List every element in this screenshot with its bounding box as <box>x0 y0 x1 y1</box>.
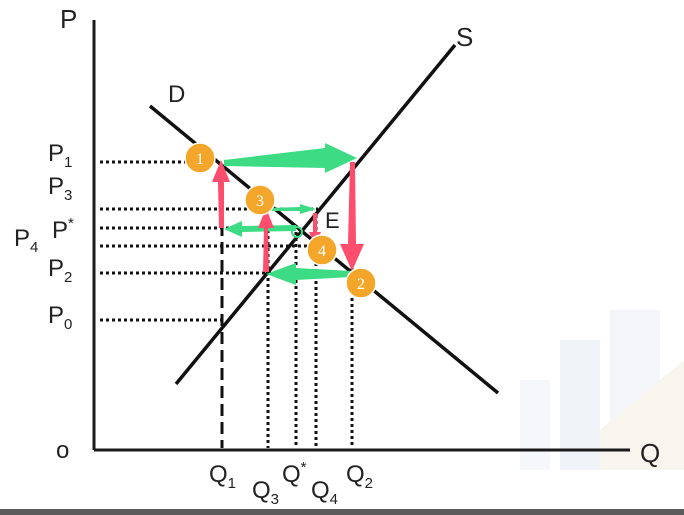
quantity-label-q1: Q1 <box>209 461 236 492</box>
arrow-q3-to-q4 <box>270 204 316 214</box>
step-markers: 1 2 3 4 <box>184 142 377 299</box>
svg-text:2: 2 <box>357 276 365 293</box>
quantity-label-q2: Q2 <box>346 461 373 492</box>
price-label-p4: P4 <box>14 225 38 256</box>
supply-label: S <box>456 22 473 52</box>
arrow-p0-to-p1 <box>212 160 230 228</box>
bottom-edge-bar <box>0 509 684 515</box>
price-label-p1: P1 <box>48 140 72 171</box>
step-marker-2: 2 <box>345 267 377 299</box>
price-axis-label: P <box>60 4 77 34</box>
arrow-q4-to-qstar <box>224 221 296 237</box>
step-marker-3: 3 <box>244 184 276 216</box>
price-label-p3: P3 <box>48 173 72 204</box>
green-arrows <box>224 143 357 285</box>
equilibrium-label: E <box>325 208 340 233</box>
background-watermark <box>520 310 684 470</box>
arrow-q2-to-q3 <box>266 263 352 285</box>
quantity-labels: Q1 Q3 Q* Q4 Q2 <box>209 459 373 508</box>
quantity-axis-label: Q <box>640 438 660 468</box>
price-label-pstar: P* <box>52 215 74 244</box>
svg-text:3: 3 <box>256 193 264 210</box>
step-marker-1: 1 <box>184 142 216 174</box>
arrow-p2-to-p3 <box>258 208 274 272</box>
svg-text:1: 1 <box>196 151 204 168</box>
quantity-label-qstar: Q* <box>282 459 307 488</box>
arrow-p1-to-p2 <box>340 162 364 271</box>
arrow-q1-to-q2 <box>224 143 357 173</box>
price-labels: P1 P3 P* P4 P2 P0 <box>14 140 74 333</box>
price-label-p2: P2 <box>48 255 72 286</box>
quantity-label-q4: Q4 <box>311 477 338 508</box>
svg-text:4: 4 <box>318 243 326 260</box>
equilibrium-point <box>291 226 303 238</box>
step-marker-4: 4 <box>306 234 338 266</box>
demand-label: D <box>168 81 185 108</box>
origin-label: o <box>56 437 69 464</box>
quantity-label-q3: Q3 <box>252 477 279 508</box>
price-label-p0: P0 <box>48 302 72 333</box>
